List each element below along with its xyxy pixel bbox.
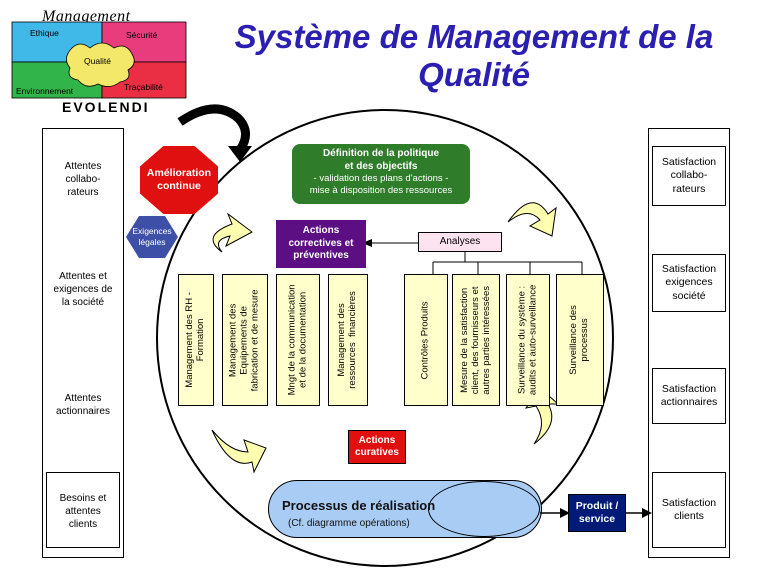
puzzle-label: Ethique bbox=[30, 28, 59, 38]
processus-sub: (Cf. diagramme opérations) bbox=[288, 518, 410, 529]
puzzle-label: Environnement bbox=[16, 86, 74, 96]
vertical-box-processus: Surveillance des processus bbox=[556, 274, 604, 406]
left-item-besoins-clients-box bbox=[46, 472, 120, 548]
logo-brand: EVOLENDI bbox=[62, 99, 150, 115]
actions-curatives: Actions curatives bbox=[348, 430, 406, 464]
right-item-satisfaction-clients: Satisfaction clients bbox=[652, 472, 726, 548]
amelioration-continue: Amélioration continue bbox=[140, 146, 218, 214]
vertical-box-equipements: Management des Equipements de fabricatio… bbox=[222, 274, 268, 406]
right-item-satisfaction-collaborateurs: Satisfaction collabo- rateurs bbox=[652, 146, 726, 206]
arrow-to-satisfaction-icon bbox=[626, 508, 652, 518]
vertical-box-controles: Contrôles Produits bbox=[404, 274, 448, 406]
definition-politique: Définition de la politique et des object… bbox=[292, 144, 470, 204]
vertical-box-rh: Management des RH - Formation bbox=[178, 274, 214, 406]
produit-service: Produit / service bbox=[568, 494, 626, 532]
vertical-box-financieres: Management des ressources financières bbox=[328, 274, 368, 406]
left-item-attentes-societe: Attentes et exigences de la société bbox=[53, 271, 113, 308]
right-item-satisfaction-societe: Satisfaction exigences société bbox=[652, 254, 726, 312]
puzzle-label: Sécurité bbox=[126, 30, 158, 40]
analyses: Analyses bbox=[418, 232, 502, 252]
arrow-to-produit-icon bbox=[540, 508, 570, 518]
left-item-attentes-collaborateurs: Attentes collabo- rateurs bbox=[64, 161, 102, 198]
exigences-legales: Exigences légales bbox=[126, 216, 178, 258]
vertical-box-audits: Surveillance du système : audits et auto… bbox=[506, 274, 550, 406]
vertical-box-communication: Mngt de la communication et de la docume… bbox=[276, 274, 320, 406]
logo: Management Ethique Sécurité Qualité Envi… bbox=[10, 6, 187, 116]
left-item-besoins-clients: Besoins et attentes clients bbox=[59, 493, 107, 530]
vertical-box-satisfaction: Mesure de la satisfaction client, des fo… bbox=[452, 274, 500, 406]
logo-script: Management bbox=[42, 8, 131, 25]
right-panel bbox=[648, 128, 730, 558]
puzzle-icon bbox=[11, 21, 187, 99]
left-panel bbox=[42, 128, 124, 558]
title-line-2: Qualité bbox=[418, 55, 530, 93]
politique-sub: - validation des plans d'actions - mise … bbox=[309, 173, 453, 196]
page-title: Système de Management de la Qualité bbox=[200, 18, 748, 94]
politique-title: Définition de la politique et des object… bbox=[322, 148, 440, 172]
processus-inner-ellipse bbox=[428, 481, 540, 537]
left-item-attentes-actionnaires: Attentes actionnaires bbox=[56, 393, 110, 417]
right-item-satisfaction-actionnaires: Satisfaction actionnaires bbox=[652, 368, 726, 424]
actions-correctives: Actions correctives et préventives bbox=[276, 220, 366, 268]
puzzle-label: Qualité bbox=[84, 56, 111, 66]
processus-title: Processus de réalisation bbox=[282, 498, 436, 513]
title-line-1: Système de Management de la bbox=[234, 18, 714, 55]
puzzle-label: Traçabilité bbox=[124, 82, 163, 92]
